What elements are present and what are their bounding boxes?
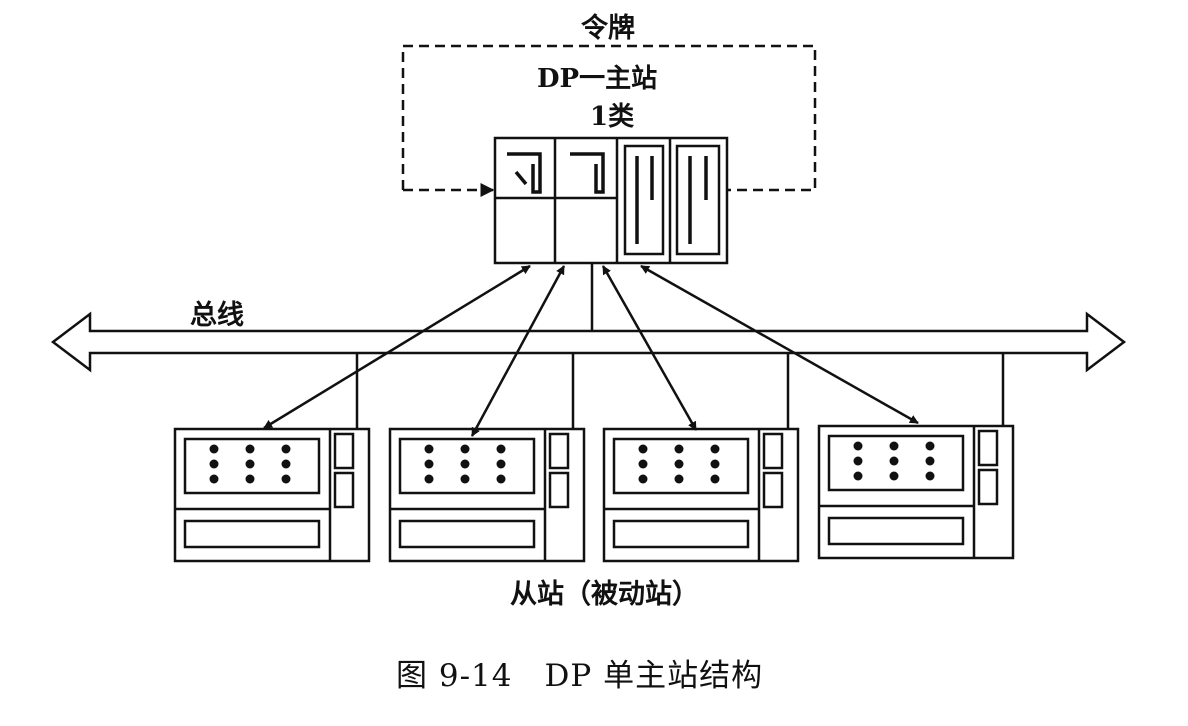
- slave-station-4: [817, 424, 1015, 560]
- slaves-label: 从站（被动站）: [510, 579, 699, 610]
- comm-arrow-4: [640, 264, 919, 425]
- figure-caption: 图 9-14 DP 单主站结构: [396, 658, 764, 694]
- token-ring: [401, 44, 817, 192]
- bus-label: 总线: [190, 300, 244, 331]
- comm-arrow-2: [470, 265, 566, 437]
- slave-station-3: [602, 427, 800, 563]
- master-title: DP一主站: [537, 64, 658, 94]
- slave-station-1: [173, 427, 371, 563]
- token-label: 令牌: [581, 13, 635, 44]
- master-plc: [493, 136, 729, 265]
- bus-arrow: [50, 311, 1127, 373]
- master-class: 1类: [590, 102, 635, 132]
- slave-station-2: [388, 427, 586, 563]
